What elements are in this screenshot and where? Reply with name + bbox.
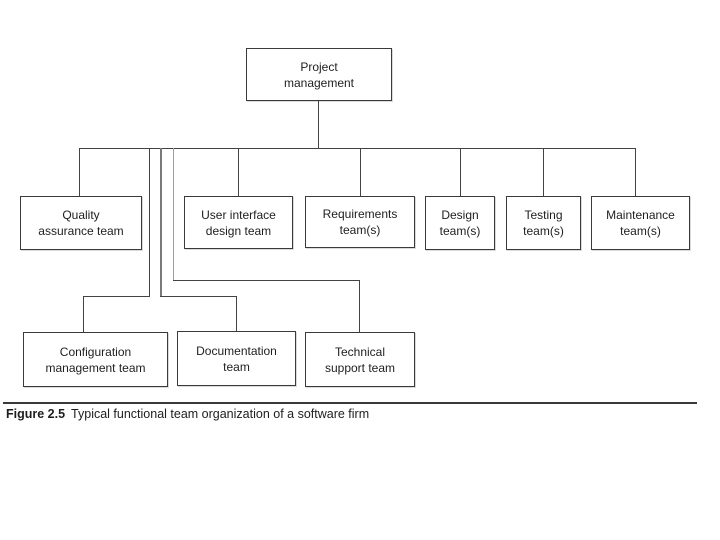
figure-caption-text: Typical functional team organization of … [71, 407, 370, 421]
node-requirements-teams: Requirements team(s) [305, 196, 415, 248]
connector-technical-support-horizontal [173, 280, 360, 282]
connector-configuration-horizontal [83, 296, 150, 298]
connector-documentation-vertical-upper [160, 148, 162, 297]
node-documentation-team: Documentation team [177, 331, 296, 386]
connector-configuration-vertical-lower [83, 296, 85, 332]
figure-caption: Figure 2.5 Typical functional team organi… [6, 407, 369, 421]
connector-drop-design [460, 148, 462, 196]
connector-drop-quality [79, 148, 81, 196]
node-maintenance-teams: Maintenance team(s) [591, 196, 690, 250]
node-configuration-management-team: Configuration management team [23, 332, 168, 387]
connector-configuration-vertical-upper [149, 148, 151, 297]
connector-level2-bus [79, 148, 636, 150]
node-quality-assurance-team: Quality assurance team [20, 196, 142, 250]
node-testing-teams: Testing team(s) [506, 196, 581, 250]
node-technical-support-team: Technical support team [305, 332, 415, 387]
node-design-teams: Design team(s) [425, 196, 495, 250]
connector-drop-ui-design [238, 148, 240, 196]
node-user-interface-design-team: User interface design team [184, 196, 293, 249]
connector-drop-maintenance [635, 148, 637, 196]
connector-technical-support-vertical-upper [173, 148, 175, 281]
node-project-management: Project management [246, 48, 392, 101]
connector-root-trunk [318, 101, 320, 148]
caption-divider [3, 402, 697, 404]
figure-number: Figure 2.5 [6, 407, 66, 421]
connector-documentation-vertical-lower [236, 296, 238, 331]
connector-technical-support-vertical-lower [359, 280, 361, 332]
connector-drop-requirements [360, 148, 362, 196]
connector-documentation-horizontal [160, 296, 237, 298]
connector-drop-testing [543, 148, 545, 196]
